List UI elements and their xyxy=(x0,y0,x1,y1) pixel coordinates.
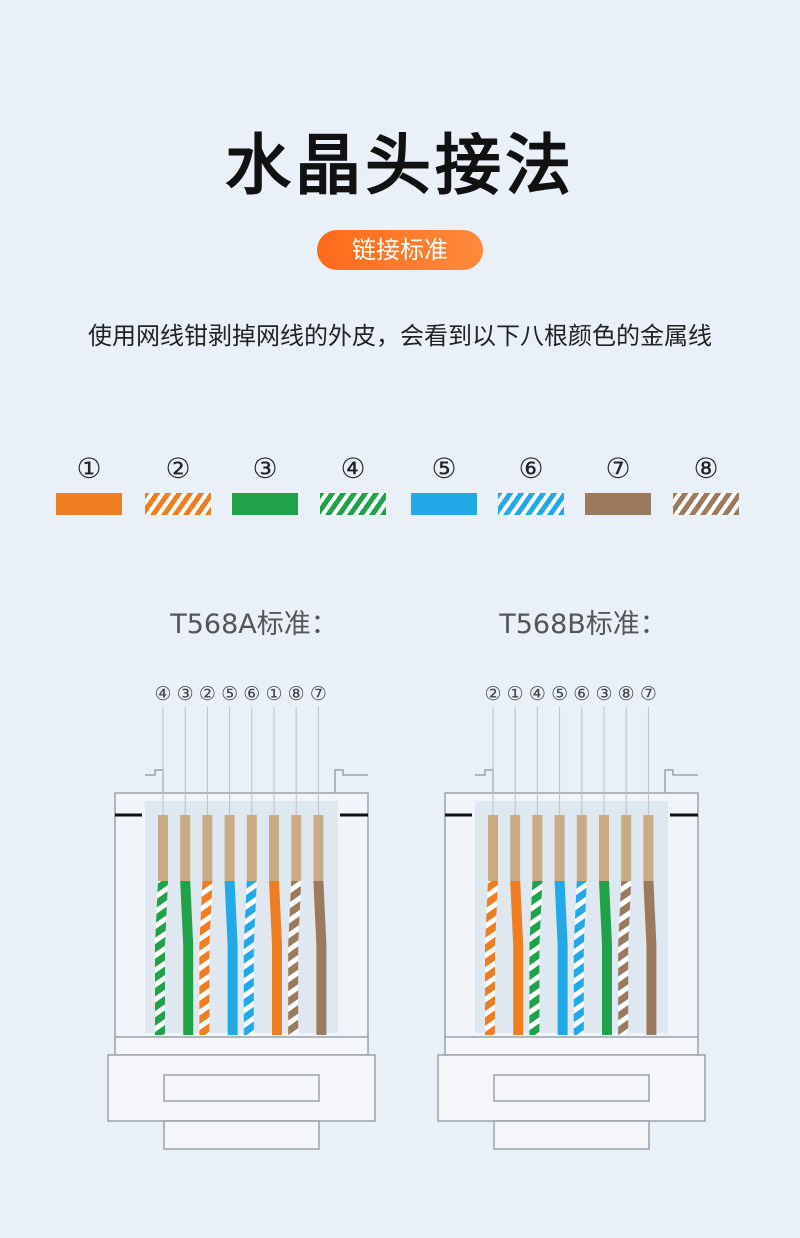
wire-orange xyxy=(269,881,282,1035)
wire-green xyxy=(180,881,194,1035)
wire-swatch-1: ① xyxy=(56,452,122,522)
wire-color-bar xyxy=(498,493,564,515)
standard-badge: 链接标准 xyxy=(317,230,483,270)
pin-number-label: ④ xyxy=(529,683,546,705)
wire-number: ⑧ xyxy=(693,452,719,485)
gold-contact xyxy=(621,815,632,881)
connector-tail xyxy=(493,1120,650,1150)
gold-contact xyxy=(599,815,609,881)
connector-lip xyxy=(114,1036,369,1056)
gold-contact xyxy=(532,815,543,881)
connector-boot-window xyxy=(163,1074,320,1102)
wire-number: ⑤ xyxy=(431,452,457,485)
wire-color-bar xyxy=(673,493,739,515)
wire-number: ⑦ xyxy=(605,452,631,485)
gold-contact xyxy=(224,815,235,881)
pin-number-label: ⑦ xyxy=(640,683,657,705)
pin-number-label: ① xyxy=(507,683,524,705)
pin-number-label: ⑧ xyxy=(288,683,305,705)
wire-color-legend: ① ② ③ ④ ⑤ ⑥ ⑦ ⑧ xyxy=(0,452,800,522)
wire-blue-striped xyxy=(573,881,587,1035)
wire-number: ① xyxy=(76,452,102,485)
gold-contact xyxy=(269,815,279,881)
connector-inner xyxy=(475,801,668,1033)
gold-contact xyxy=(510,815,521,881)
connector-boot-window xyxy=(493,1074,650,1102)
wire-swatch-2: ② xyxy=(145,452,211,522)
pin-number-label: ⑧ xyxy=(618,683,635,705)
gold-contact xyxy=(291,815,302,881)
gold-contact xyxy=(202,815,213,881)
pin-number-label: ⑤ xyxy=(551,683,568,705)
wire-swatch-7: ⑦ xyxy=(585,452,651,522)
wire-color-bar xyxy=(56,493,122,515)
wire-green-striped xyxy=(529,881,543,1035)
wire-orange-striped xyxy=(485,881,498,1035)
gold-contact xyxy=(246,815,257,881)
gold-contact xyxy=(158,815,168,881)
pin-number-label: ② xyxy=(484,683,501,705)
gold-contact xyxy=(313,815,324,881)
wire-color-bar xyxy=(411,493,477,515)
connector-boot xyxy=(107,1054,376,1122)
wire-orange-striped xyxy=(199,881,213,1035)
pin-number-label: ③ xyxy=(177,683,194,705)
t568b-label: T568B标准： xyxy=(499,609,667,640)
t568a-label: T568A标准： xyxy=(170,609,338,640)
gold-contact xyxy=(488,815,498,881)
wire-brown-striped xyxy=(618,881,632,1035)
wire-green xyxy=(599,881,612,1035)
connector-boot xyxy=(437,1054,706,1122)
gold-contact xyxy=(554,815,565,881)
wire-swatch-4: ④ xyxy=(320,452,386,522)
pin-number-label: ① xyxy=(265,683,282,705)
wire-brown xyxy=(313,881,327,1035)
pin-number-label: ③ xyxy=(595,683,612,705)
connector-lip xyxy=(444,1036,699,1056)
connector-tail xyxy=(163,1120,320,1150)
wire-brown xyxy=(643,881,657,1035)
wire-color-bar xyxy=(585,493,651,515)
wire-color-bar xyxy=(320,493,386,515)
connector-top-edge xyxy=(145,769,368,796)
wire-color-bar xyxy=(232,493,298,515)
wire-number: ⑥ xyxy=(518,452,544,485)
connector-inner xyxy=(145,801,338,1033)
wire-swatch-3: ③ xyxy=(232,452,298,522)
pin-number-label: ⑦ xyxy=(310,683,327,705)
wire-color-bar xyxy=(145,493,211,515)
connector-top-edge xyxy=(475,769,698,796)
wire-green-striped xyxy=(155,881,168,1035)
wire-blue-striped xyxy=(243,881,257,1035)
wire-swatch-6: ⑥ xyxy=(498,452,564,522)
wire-number: ② xyxy=(165,452,191,485)
page-title: 水晶头接法 xyxy=(225,127,575,204)
wire-number: ④ xyxy=(340,452,366,485)
wire-brown-striped xyxy=(288,881,302,1035)
pin-number-label: ⑥ xyxy=(243,683,260,705)
gold-contact xyxy=(180,815,191,881)
wire-swatch-8: ⑧ xyxy=(673,452,739,522)
wire-number: ③ xyxy=(252,452,278,485)
pin-number-label: ② xyxy=(199,683,216,705)
wire-blue xyxy=(224,881,238,1035)
gold-contact xyxy=(643,815,654,881)
wire-swatch-5: ⑤ xyxy=(411,452,477,522)
wire-orange xyxy=(510,881,524,1035)
wire-blue xyxy=(554,881,568,1035)
intro-text: 使用网线钳剥掉网线的外皮，会看到以下八根颜色的金属线 xyxy=(88,322,712,350)
gold-contact xyxy=(576,815,587,881)
pin-number-label: ④ xyxy=(154,683,171,705)
pin-number-label: ⑥ xyxy=(573,683,590,705)
pin-number-label: ⑤ xyxy=(221,683,238,705)
